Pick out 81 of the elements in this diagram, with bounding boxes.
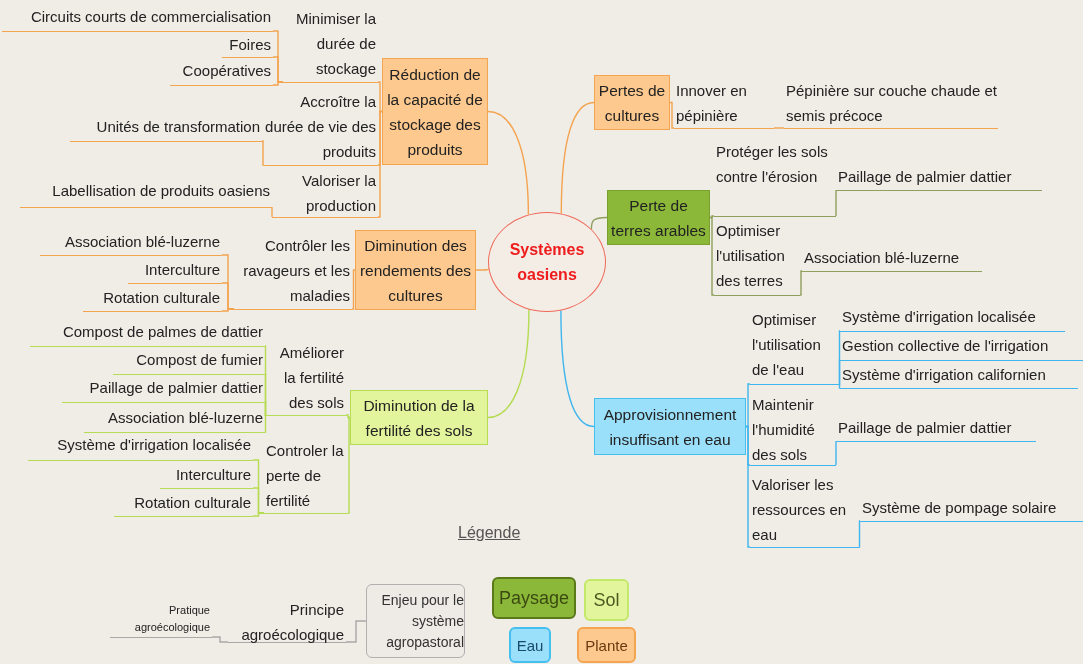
connector-line (475, 267, 490, 271)
branch-text: Système de pompage solaire (860, 495, 1083, 522)
connector-line (838, 383, 841, 389)
branch-text: Paillage de palmier dattier (836, 164, 1042, 191)
branch-text: Association blé-luzerne (84, 405, 265, 433)
connector-line (271, 206, 273, 218)
connector-line (252, 512, 265, 517)
legend-topic-box: Enjeu pour le système agropastoral (366, 584, 465, 658)
branch-text: Améliorer la fertilité des sols (266, 340, 346, 416)
central-topic-ellipse: Systèmes oasiens (488, 212, 606, 312)
branch-text: Principe agroécologique (228, 597, 346, 643)
topic-box: Perte de terres arables (607, 190, 710, 245)
connector-line (345, 620, 367, 643)
legend-swatch: Sol (584, 579, 629, 621)
connector-line (377, 110, 383, 218)
connector-line (487, 308, 530, 419)
branch-text: Compost de fumier (113, 347, 265, 375)
topic-box: Pertes de cultures (594, 75, 670, 130)
connector-line (773, 127, 785, 129)
connector-line (835, 189, 837, 217)
topic-box: Diminution de la fertilité des sols (350, 390, 488, 445)
branch-text: Circuits courts de commercialisation (2, 4, 273, 32)
connector-line (211, 636, 229, 643)
branch-text: Foires (222, 32, 273, 58)
branch-text: Gestion collective de l'irrigation (840, 333, 1083, 361)
connector-line (487, 110, 530, 216)
connector-line (835, 440, 837, 466)
branch-text: Association blé-luzerne (802, 245, 982, 272)
branch-text: Système d'irrigation californien (840, 362, 1078, 389)
branch-text: Système d'irrigation localisée (840, 304, 1065, 332)
connector-line (709, 216, 715, 296)
connector-line (264, 414, 267, 433)
branch-text: Accroître la durée de vie des produits (264, 89, 378, 166)
connector-line (669, 101, 675, 129)
connector-line (799, 270, 803, 296)
branch-text: Unités de transformation (70, 114, 262, 142)
connector-line (345, 414, 351, 419)
branch-text: Labellisation de produits oasiens (20, 178, 272, 208)
branch-text: Compost de palmes de dattier (30, 319, 265, 347)
branch-text: Système d'irrigation localisée (28, 432, 253, 461)
legend-heading: Légende (458, 524, 521, 542)
branch-text: Interculture (160, 462, 253, 489)
connector-line (560, 101, 595, 215)
branch-text: Valoriser la production (272, 168, 378, 218)
connector-line (709, 215, 715, 219)
legend-swatch: Eau (509, 627, 551, 663)
branch-text: Minimiser la durée de stockage (283, 6, 378, 83)
connector-line (264, 401, 267, 416)
connector-line (351, 269, 356, 310)
connector-line (261, 140, 265, 166)
branch-text: Paillage de palmier dattier (836, 415, 1036, 442)
branch-text: Interculture (128, 257, 222, 284)
branch-text: Rotation culturale (114, 490, 253, 517)
branch-text: Pépinière sur couche chaude et semis précoce (784, 78, 998, 129)
connector-line (745, 383, 751, 428)
branch-text: Controler la perte de fertilité (264, 438, 348, 514)
connector-line (221, 308, 235, 312)
branch-text: Rotation culturale (83, 285, 222, 312)
branch-text: Coopératives (170, 58, 273, 86)
topic-box: Diminution des rendements des cultures (355, 230, 476, 310)
branch-text: Maintenir l'humidité des sols (750, 392, 836, 466)
connector-line (272, 81, 284, 86)
connector-line (838, 359, 841, 385)
legend-swatch: Paysage (492, 577, 576, 619)
branch-text: Optimiser l'utilisation de l'eau (750, 307, 839, 385)
topic-box: Approvisionnement insuffisant en eau (594, 398, 746, 455)
branch-text: Valoriser les ressources en eau (750, 472, 859, 548)
branch-text: Protéger les sols contre l'érosion (714, 139, 836, 217)
connector-line (377, 81, 383, 113)
connector-line (745, 425, 751, 548)
connector-line (347, 416, 351, 514)
branch-text: Pratique agroécologique (110, 602, 212, 638)
topic-box: Réduction de la capacité de stockage des produits (382, 58, 488, 165)
branch-text: Contrôler les ravageurs et les maladies (234, 233, 352, 310)
connector-line (560, 309, 595, 428)
legend-swatch: Plante (577, 627, 636, 663)
branch-text: Optimiser l'utilisation des terres (714, 218, 800, 296)
branch-text: Association blé-luzerne (40, 229, 222, 256)
branch-text: Paillage de palmier dattier (62, 375, 265, 403)
connector-line (858, 520, 861, 548)
branch-text: Innover en pépinière (674, 78, 774, 129)
